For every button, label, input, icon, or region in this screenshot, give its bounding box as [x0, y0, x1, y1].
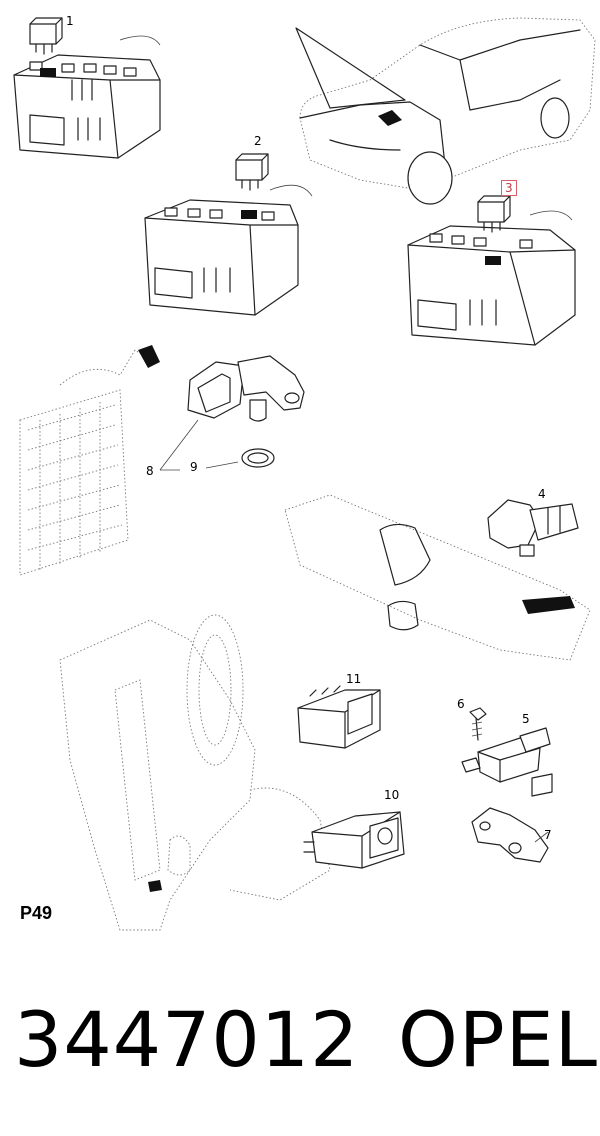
- callout-label-highlighted[interactable]: 3: [501, 180, 517, 196]
- callout-label: 10: [384, 788, 400, 802]
- car-icon: [295, 17, 596, 205]
- page-code: P49: [20, 903, 53, 923]
- leader-line: [159, 419, 199, 471]
- callout-label: 1: [66, 14, 74, 28]
- switch-icon: [303, 811, 405, 869]
- sensor-icon: [187, 355, 305, 422]
- relay-icon: [29, 17, 63, 55]
- bracket-icon: [471, 807, 549, 863]
- callout-label: 4: [538, 487, 546, 501]
- leader-line: [205, 461, 239, 469]
- bolt-icon: [469, 707, 487, 741]
- switch-icon: [297, 685, 381, 749]
- fusebox-icon: [407, 210, 576, 346]
- fusebox-icon: [144, 184, 313, 316]
- callout-label: 11: [346, 672, 362, 686]
- callout-label: 5: [522, 712, 530, 726]
- relay-icon: [477, 195, 511, 233]
- part-number: 3447012: [14, 995, 360, 1084]
- dashboard-icon: [59, 614, 331, 931]
- intake-manifold-icon: [284, 494, 591, 661]
- callout-label: 7: [544, 828, 552, 842]
- sensor-icon: [487, 499, 579, 557]
- brand-name: OPEL: [398, 995, 599, 1084]
- callout-label: 8: [146, 464, 154, 478]
- sensor-icon: [461, 727, 553, 797]
- seal-ring-icon: [241, 448, 275, 468]
- callout-label: 2: [254, 134, 262, 148]
- fusebox-icon: [13, 35, 161, 159]
- callout-label: 9: [190, 460, 198, 474]
- intercooler-icon: [19, 345, 160, 576]
- relay-icon: [235, 153, 269, 191]
- callout-label: 6: [457, 697, 465, 711]
